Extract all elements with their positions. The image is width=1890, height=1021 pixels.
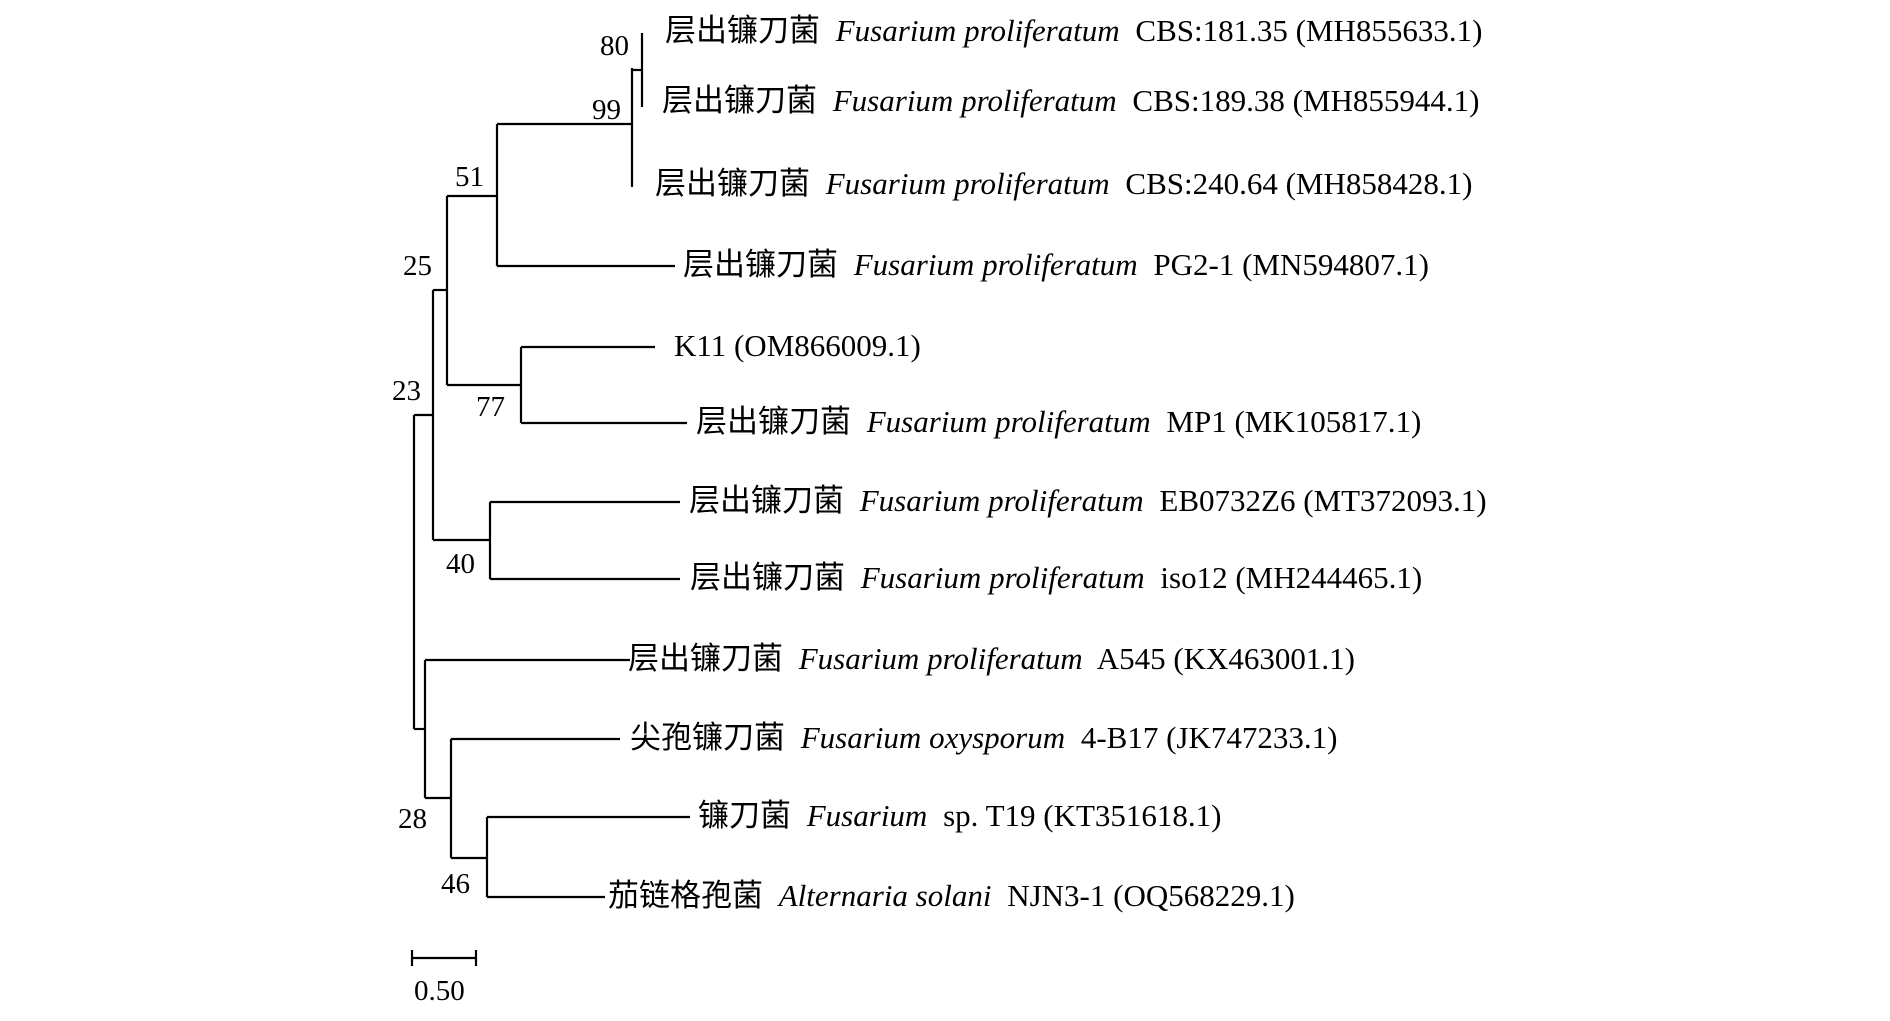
support-value: 40 [446, 548, 475, 580]
leaf-scientific-name: Fusarium proliferatum [859, 483, 1144, 518]
support-values: 80 99 51 25 77 23 40 28 46 [392, 30, 629, 900]
leaf-label: K11 (OM866009.1) [674, 328, 921, 363]
leaf-common-name: 层出镰刀菌 [628, 641, 783, 676]
leaf-labels: 层出镰刀菌 Fusarium proliferatum CBS:181.35 (… [608, 13, 1487, 913]
leaf-label: 茄链格孢菌 Alternaria solani NJN3-1 (OQ568229… [608, 878, 1295, 913]
tree-branches [412, 33, 690, 899]
leaf-strain: CBS:240.64 (MH858428.1) [1125, 166, 1472, 201]
support-value: 23 [392, 375, 421, 407]
leaf-scientific-name: Fusarium proliferatum [853, 247, 1138, 282]
leaf-strain: NJN3-1 (OQ568229.1) [1007, 878, 1295, 913]
leaf-label: 层出镰刀菌 Fusarium proliferatum PG2-1 (MN594… [683, 247, 1429, 282]
support-value: 28 [398, 803, 427, 835]
leaf-label: 层出镰刀菌 Fusarium proliferatum CBS:189.38 (… [662, 83, 1479, 118]
leaf-label: 层出镰刀菌 Fusarium proliferatum iso12 (MH244… [690, 560, 1422, 595]
scale-bar: 0.50 [410, 950, 478, 1007]
leaf-label: 层出镰刀菌 Fusarium proliferatum A545 (KX4630… [628, 641, 1355, 676]
leaf-common-name: 层出镰刀菌 [689, 483, 844, 518]
leaf-scientific-name: Fusarium oxysporum [800, 720, 1065, 755]
leaf-common-name: 茄链格孢菌 [608, 878, 763, 913]
leaf-common-name: 层出镰刀菌 [662, 83, 817, 118]
leaf-strain: PG2-1 (MN594807.1) [1153, 247, 1429, 282]
scale-bar-label: 0.50 [414, 975, 465, 1007]
leaf-label: 尖孢镰刀菌 Fusarium oxysporum 4-B17 (JK747233… [630, 720, 1337, 755]
leaf-strain: 4-B17 (JK747233.1) [1081, 720, 1338, 755]
support-value: 25 [403, 250, 432, 282]
leaf-strain: A545 (KX463001.1) [1097, 641, 1355, 676]
leaf-common-name: 层出镰刀菌 [690, 560, 845, 595]
leaf-label: 镰刀菌 Fusarium sp. T19 (KT351618.1) [698, 798, 1222, 833]
leaf-strain: sp. T19 (KT351618.1) [943, 798, 1221, 833]
support-value: 51 [455, 161, 484, 193]
leaf-label: 层出镰刀菌 Fusarium proliferatum MP1 (MK10581… [696, 404, 1421, 439]
leaf-label: 层出镰刀菌 Fusarium proliferatum CBS:240.64 (… [655, 166, 1472, 201]
leaf-label: 层出镰刀菌 Fusarium proliferatum EB0732Z6 (MT… [689, 483, 1487, 518]
leaf-scientific-name: Fusarium proliferatum [835, 13, 1120, 48]
support-value: 99 [592, 94, 621, 126]
leaf-scientific-name: Alternaria solani [777, 878, 992, 913]
leaf-scientific-name: Fusarium proliferatum [832, 83, 1117, 118]
support-value: 46 [441, 868, 470, 900]
leaf-scientific-name: Fusarium [806, 798, 928, 833]
leaf-strain: K11 (OM866009.1) [674, 328, 921, 363]
leaf-strain: CBS:189.38 (MH855944.1) [1132, 83, 1479, 118]
leaf-common-name: 层出镰刀菌 [696, 404, 851, 439]
support-value: 80 [600, 30, 629, 62]
leaf-scientific-name: Fusarium proliferatum [798, 641, 1083, 676]
leaf-label: 层出镰刀菌 Fusarium proliferatum CBS:181.35 (… [665, 13, 1482, 48]
leaf-strain: iso12 (MH244465.1) [1160, 560, 1422, 595]
leaf-scientific-name: Fusarium proliferatum [866, 404, 1151, 439]
leaf-strain: EB0732Z6 (MT372093.1) [1159, 483, 1486, 518]
leaf-scientific-name: Fusarium proliferatum [825, 166, 1110, 201]
leaf-common-name: 层出镰刀菌 [665, 13, 820, 48]
leaf-common-name: 镰刀菌 [698, 798, 791, 833]
leaf-common-name: 层出镰刀菌 [655, 166, 810, 201]
leaf-strain: MP1 (MK105817.1) [1166, 404, 1421, 439]
leaf-scientific-name: Fusarium proliferatum [860, 560, 1145, 595]
leaf-strain: CBS:181.35 (MH855633.1) [1135, 13, 1482, 48]
leaf-common-name: 尖孢镰刀菌 [630, 720, 785, 755]
leaf-common-name: 层出镰刀菌 [683, 247, 838, 282]
support-value: 77 [476, 391, 505, 423]
